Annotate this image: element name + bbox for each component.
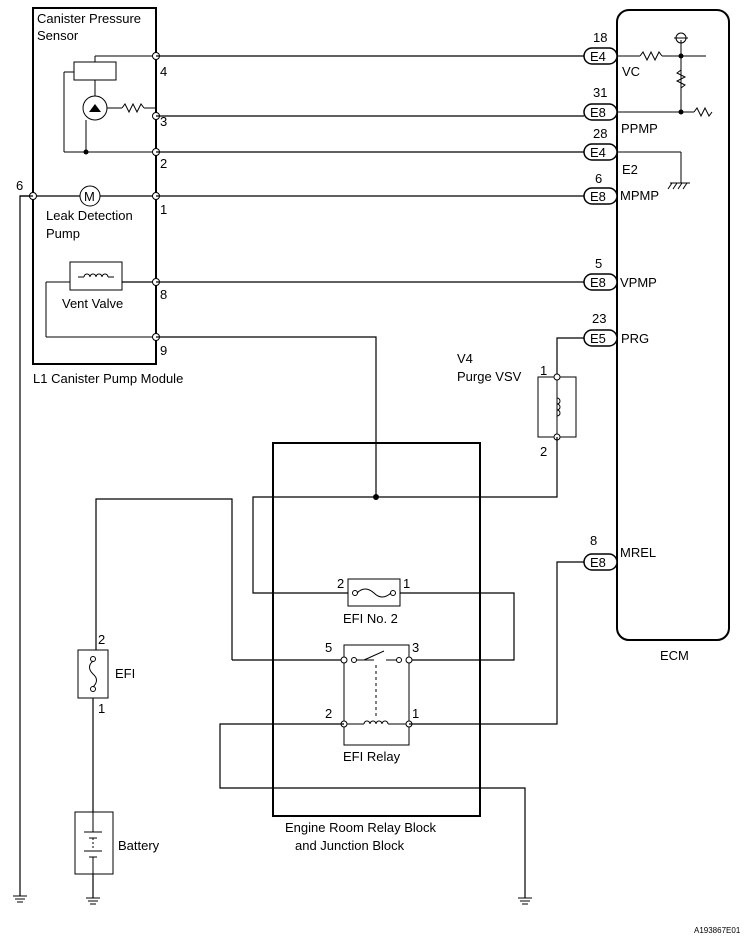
leak-detection-pump-icon: M xyxy=(20,185,156,207)
ecm-terminal-prg: PRG xyxy=(621,331,649,346)
relay-block-label-line1: Engine Room Relay Block xyxy=(285,820,437,835)
ecm-unit: ECM E4 18 VC xyxy=(583,9,730,663)
ecm-connector-e2: E4 28 E2 xyxy=(583,126,638,177)
ecm-pin-e2: 28 xyxy=(593,126,607,141)
efi-fuse-pin-1: 1 xyxy=(98,701,105,716)
pump-motor-symbol: M xyxy=(84,189,95,204)
pressure-sensor-icon xyxy=(63,55,156,155)
ecm-connector-vc: E4 18 VC xyxy=(583,30,640,79)
battery-label: Battery xyxy=(118,838,160,853)
sensor-title-line2: Sensor xyxy=(37,28,79,43)
module-pin-9: 9 xyxy=(160,343,167,358)
relay-block: Engine Room Relay Block and Junction Blo… xyxy=(95,336,584,898)
ecm-terminal-mrel: MREL xyxy=(620,545,656,560)
ecm-connector-mpmp: E8 6 MPMP xyxy=(583,171,659,205)
ecm-pin-mrel: 8 xyxy=(590,533,597,548)
vsv-pin-2: 2 xyxy=(540,444,547,459)
svg-text:E8: E8 xyxy=(590,275,606,290)
vsv-label-line1: V4 xyxy=(457,351,473,366)
efi-fuse-pin-2: 2 xyxy=(98,632,105,647)
module-ecm-wires xyxy=(156,55,584,283)
efi-relay-pin-1: 1 xyxy=(412,706,419,721)
efi-relay: 5 3 2 1 EFI Relay xyxy=(232,640,419,764)
ecm-internal-circuit xyxy=(618,32,713,190)
svg-text:E5: E5 xyxy=(590,331,606,346)
ecm-terminal-ppmp: PPMP xyxy=(621,121,658,136)
module-label: L1 Canister Pump Module xyxy=(33,371,183,386)
vsv-pin-1: 1 xyxy=(540,363,547,378)
sensor-title-line1: Canister Pressure xyxy=(37,11,141,26)
module-pin-6: 6 xyxy=(16,178,23,193)
ground-relay-icon xyxy=(518,897,532,905)
svg-text:E8: E8 xyxy=(590,105,606,120)
svg-text:E4: E4 xyxy=(590,145,606,160)
module-pin-2: 2 xyxy=(160,156,167,171)
canister-pump-module: Canister Pressure Sensor L1 Canister Pum… xyxy=(16,7,183,386)
ecm-pin-mpmp: 6 xyxy=(595,171,602,186)
vent-valve-icon xyxy=(45,261,156,338)
ground-left-icon xyxy=(13,195,33,903)
ecm-label: ECM xyxy=(660,648,689,663)
module-pin-8: 8 xyxy=(160,287,167,302)
ecm-connector-vpmp: E8 5 VPMP xyxy=(583,256,657,291)
ecm-terminal-e2: E2 xyxy=(622,162,638,177)
module-pin-3: 3 xyxy=(160,114,167,129)
efi-fuse: 2 1 EFI xyxy=(77,632,135,812)
ecm-outline xyxy=(616,9,730,641)
efi-no2-label: EFI No. 2 xyxy=(343,611,398,626)
ecm-pin-vpmp: 5 xyxy=(595,256,602,271)
svg-text:E8: E8 xyxy=(590,555,606,570)
vsv-label-line2: Purge VSV xyxy=(457,369,522,384)
module-pin-1: 1 xyxy=(160,202,167,217)
ecm-pin-ppmp: 31 xyxy=(593,85,607,100)
pump-label-line1: Leak Detection xyxy=(46,208,133,223)
figure-id: A193867E01 xyxy=(694,926,741,935)
module-pin-4: 4 xyxy=(160,64,167,79)
ecm-pin-prg: 23 xyxy=(592,311,606,326)
vent-valve-label: Vent Valve xyxy=(62,296,123,311)
efi-fuse-label: EFI xyxy=(115,666,135,681)
purge-vsv: V4 Purge VSV 1 2 xyxy=(376,337,584,498)
ecm-terminal-vpmp: VPMP xyxy=(620,275,657,290)
ecm-connector-mrel: E8 8 MREL xyxy=(583,533,656,571)
efi-relay-pin-3: 3 xyxy=(412,640,419,655)
battery: Battery xyxy=(74,811,160,898)
efi-no2-pin-2: 2 xyxy=(337,576,344,591)
pump-label-line2: Pump xyxy=(46,226,80,241)
svg-text:E4: E4 xyxy=(590,49,606,64)
battery-body xyxy=(74,811,114,875)
ecm-terminal-mpmp: MPMP xyxy=(620,188,659,203)
efi-relay-pin-5: 5 xyxy=(325,640,332,655)
relay-block-label-line2: and Junction Block xyxy=(295,838,405,853)
ecm-connector-ppmp: E8 31 PPMP xyxy=(583,85,658,136)
efi-no2-pin-1: 1 xyxy=(403,576,410,591)
svg-text:E8: E8 xyxy=(590,189,606,204)
ground-battery-icon xyxy=(86,897,100,905)
ecm-terminal-vc: VC xyxy=(622,64,640,79)
ecm-pin-vc: 18 xyxy=(593,30,607,45)
efi-relay-label: EFI Relay xyxy=(343,749,401,764)
efi-no2-fuse: 2 1 EFI No. 2 xyxy=(337,576,410,626)
efi-relay-pin-2: 2 xyxy=(325,706,332,721)
